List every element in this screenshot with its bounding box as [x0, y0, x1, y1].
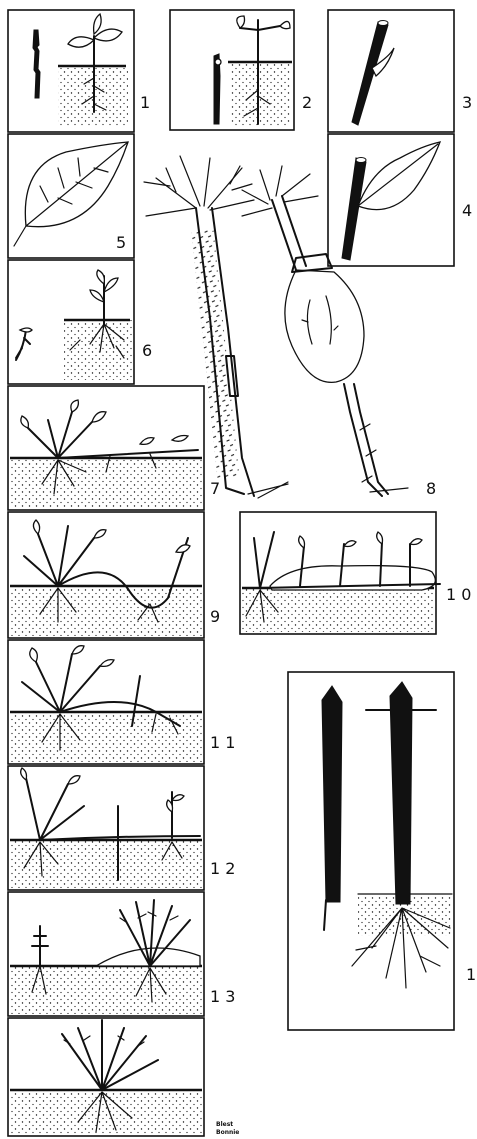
- label-1: 1: [140, 93, 150, 112]
- label-8: 8: [426, 479, 436, 498]
- panel-13-mound-layering: [8, 892, 204, 1016]
- panel-14-stool-layering: [8, 1018, 204, 1136]
- signature-line-1: Blest: [216, 1121, 233, 1128]
- label-15: 1: [466, 965, 476, 984]
- label-11: 1 1: [210, 733, 235, 752]
- panel-12-compound-layering: [8, 766, 204, 890]
- panel-10-trench-layering: [240, 512, 440, 634]
- panel-2-grafting: [170, 10, 294, 130]
- panel-7-tip-layering: [8, 386, 204, 510]
- panel-6-root-cutting: [8, 260, 134, 384]
- panel-15-hardwood-cutting: [288, 672, 454, 1030]
- label-9: 9: [210, 607, 220, 626]
- panel-4-leaf-bud-cutting: [328, 134, 454, 266]
- label-2: 2: [302, 93, 312, 112]
- label-13: 1 3: [210, 987, 235, 1006]
- label-10: 1 0: [446, 585, 471, 604]
- signature-line-2: Bonnie: [216, 1129, 239, 1136]
- label-6: 6: [142, 341, 152, 360]
- label-5: 5: [116, 233, 126, 252]
- label-3: 3: [462, 93, 472, 112]
- panel-3-bud-cutting: [328, 10, 454, 132]
- label-12: 1 2: [210, 859, 235, 878]
- panel-1-stem-cutting: [8, 10, 134, 132]
- panel-11-simple-layering: [8, 640, 204, 764]
- label-4: 4: [462, 201, 472, 220]
- panel-9-serpentine-layering: [8, 512, 204, 638]
- label-7: 7: [210, 479, 220, 498]
